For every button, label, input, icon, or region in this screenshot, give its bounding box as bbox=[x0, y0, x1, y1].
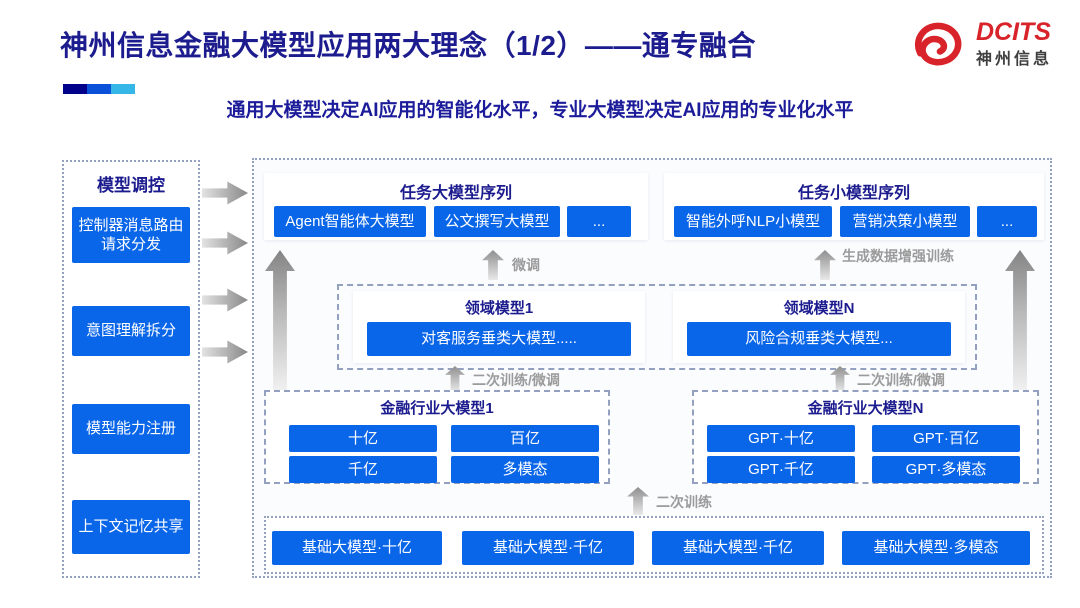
industry-model-1-section: 金融行业大模型1 十亿 百亿 千亿 多模态 bbox=[264, 390, 610, 484]
industry-model-n-section: 金融行业大模型N GPT·十亿 GPT·百亿 GPT·千亿 GPT·多模态 bbox=[692, 390, 1039, 484]
data-augment-label: 生成数据增强训练 bbox=[842, 248, 954, 264]
title-accent-bar bbox=[63, 84, 135, 94]
section-title: 金融行业大模型N bbox=[807, 400, 924, 417]
chip-gpt-10b: GPT·百亿 bbox=[872, 425, 1020, 452]
section-title: 金融行业大模型1 bbox=[380, 400, 494, 417]
logo-brand-text: DCITS bbox=[975, 17, 1051, 46]
up-arrow-icon bbox=[627, 487, 649, 515]
section-title: 任务大模型序列 bbox=[399, 185, 512, 202]
sidebar-item-intent: 意图理解拆分 bbox=[72, 306, 190, 356]
up-arrow-icon bbox=[265, 250, 295, 390]
domain-model-n: 领域模型N 风险合规垂类大模型... bbox=[673, 291, 965, 363]
accent-segment-dark bbox=[63, 84, 87, 94]
up-arrow-icon bbox=[482, 250, 504, 280]
chip-nlp-callout-model: 智能外呼NLP小模型 bbox=[674, 206, 832, 237]
right-arrow-icon bbox=[202, 231, 248, 255]
domain-title: 领域模型N bbox=[783, 300, 855, 317]
chip-agent-model: Agent智能体大模型 bbox=[274, 206, 426, 237]
chip-10b: 百亿 bbox=[451, 425, 599, 452]
logo-brand-cn: 神州信息 bbox=[975, 51, 1052, 69]
page-title: 神州信息金融大模型应用两大理念（1/2）——通专融合 bbox=[60, 30, 756, 61]
model-architecture-panel: 任务大模型序列 Agent智能体大模型 公文撰写大模型 ... 任务小模型序列 … bbox=[252, 158, 1052, 578]
chip-1b: 十亿 bbox=[289, 425, 437, 452]
chip-base-100b-a: 基础大模型·千亿 bbox=[462, 531, 634, 565]
accent-segment-cyan bbox=[111, 84, 135, 94]
chip-gpt-1b: GPT·十亿 bbox=[707, 425, 855, 452]
slide-subtitle: 通用大模型决定AI应用的智能化水平，专业大模型决定AI应用的专业化水平 bbox=[226, 100, 854, 121]
company-logo: DCITS 神州信息 bbox=[910, 16, 1052, 72]
chip-base-multimodal: 基础大模型·多模态 bbox=[842, 531, 1030, 565]
chip-risk-compliance-model: 风险合规垂类大模型... bbox=[687, 322, 951, 356]
right-arrow-icon bbox=[202, 288, 248, 312]
chip-100b: 千亿 bbox=[289, 456, 437, 483]
domain-model-1: 领域模型1 对客服务垂类大模型..... bbox=[353, 291, 645, 363]
dcits-swirl-icon bbox=[915, 22, 962, 66]
base-model-section: 基础大模型·十亿 基础大模型·千亿 基础大模型·千亿 基础大模型·多模态 bbox=[264, 516, 1044, 574]
up-arrow-icon bbox=[814, 250, 836, 280]
model-control-panel: 模型调控 控制器消息路由请求分发 意图理解拆分 模型能力注册 上下文记忆共享 bbox=[62, 160, 200, 578]
sidebar-item-router: 控制器消息路由请求分发 bbox=[72, 207, 190, 263]
chip-marketing-model: 营销决策小模型 bbox=[840, 206, 970, 237]
right-arrow-icon bbox=[202, 340, 248, 364]
domain-title: 领域模型1 bbox=[464, 300, 534, 317]
accent-segment-blue bbox=[87, 84, 111, 94]
retrain-left-label: 二次训练/微调 bbox=[472, 372, 560, 388]
chip-customer-service-model: 对客服务垂类大模型..... bbox=[367, 322, 631, 356]
chip-more-large: ... bbox=[567, 206, 631, 237]
domain-model-section: 领域模型1 对客服务垂类大模型..... 领域模型N 风险合规垂类大模型... bbox=[337, 284, 977, 370]
section-title: 任务小模型序列 bbox=[797, 185, 910, 202]
up-arrow-icon bbox=[1005, 250, 1035, 390]
chip-base-100b-b: 基础大模型·千亿 bbox=[652, 531, 824, 565]
chip-gpt-multimodal: GPT·多模态 bbox=[872, 456, 1020, 483]
chip-doc-writing-model: 公文撰写大模型 bbox=[434, 206, 560, 237]
chip-multimodal: 多模态 bbox=[451, 456, 599, 483]
retrain-bottom-label: 二次训练 bbox=[656, 494, 712, 510]
chip-base-1b: 基础大模型·十亿 bbox=[272, 531, 442, 565]
sidebar-item-registry: 模型能力注册 bbox=[72, 404, 190, 454]
sidebar-item-context: 上下文记忆共享 bbox=[72, 500, 190, 554]
sidebar-title: 模型调控 bbox=[97, 176, 165, 195]
retrain-right-label: 二次训练/微调 bbox=[857, 372, 945, 388]
chip-more-small: ... bbox=[977, 206, 1037, 237]
chip-gpt-100b: GPT·千亿 bbox=[707, 456, 855, 483]
fine-tune-label: 微调 bbox=[512, 257, 540, 273]
right-arrow-icon bbox=[202, 181, 248, 205]
